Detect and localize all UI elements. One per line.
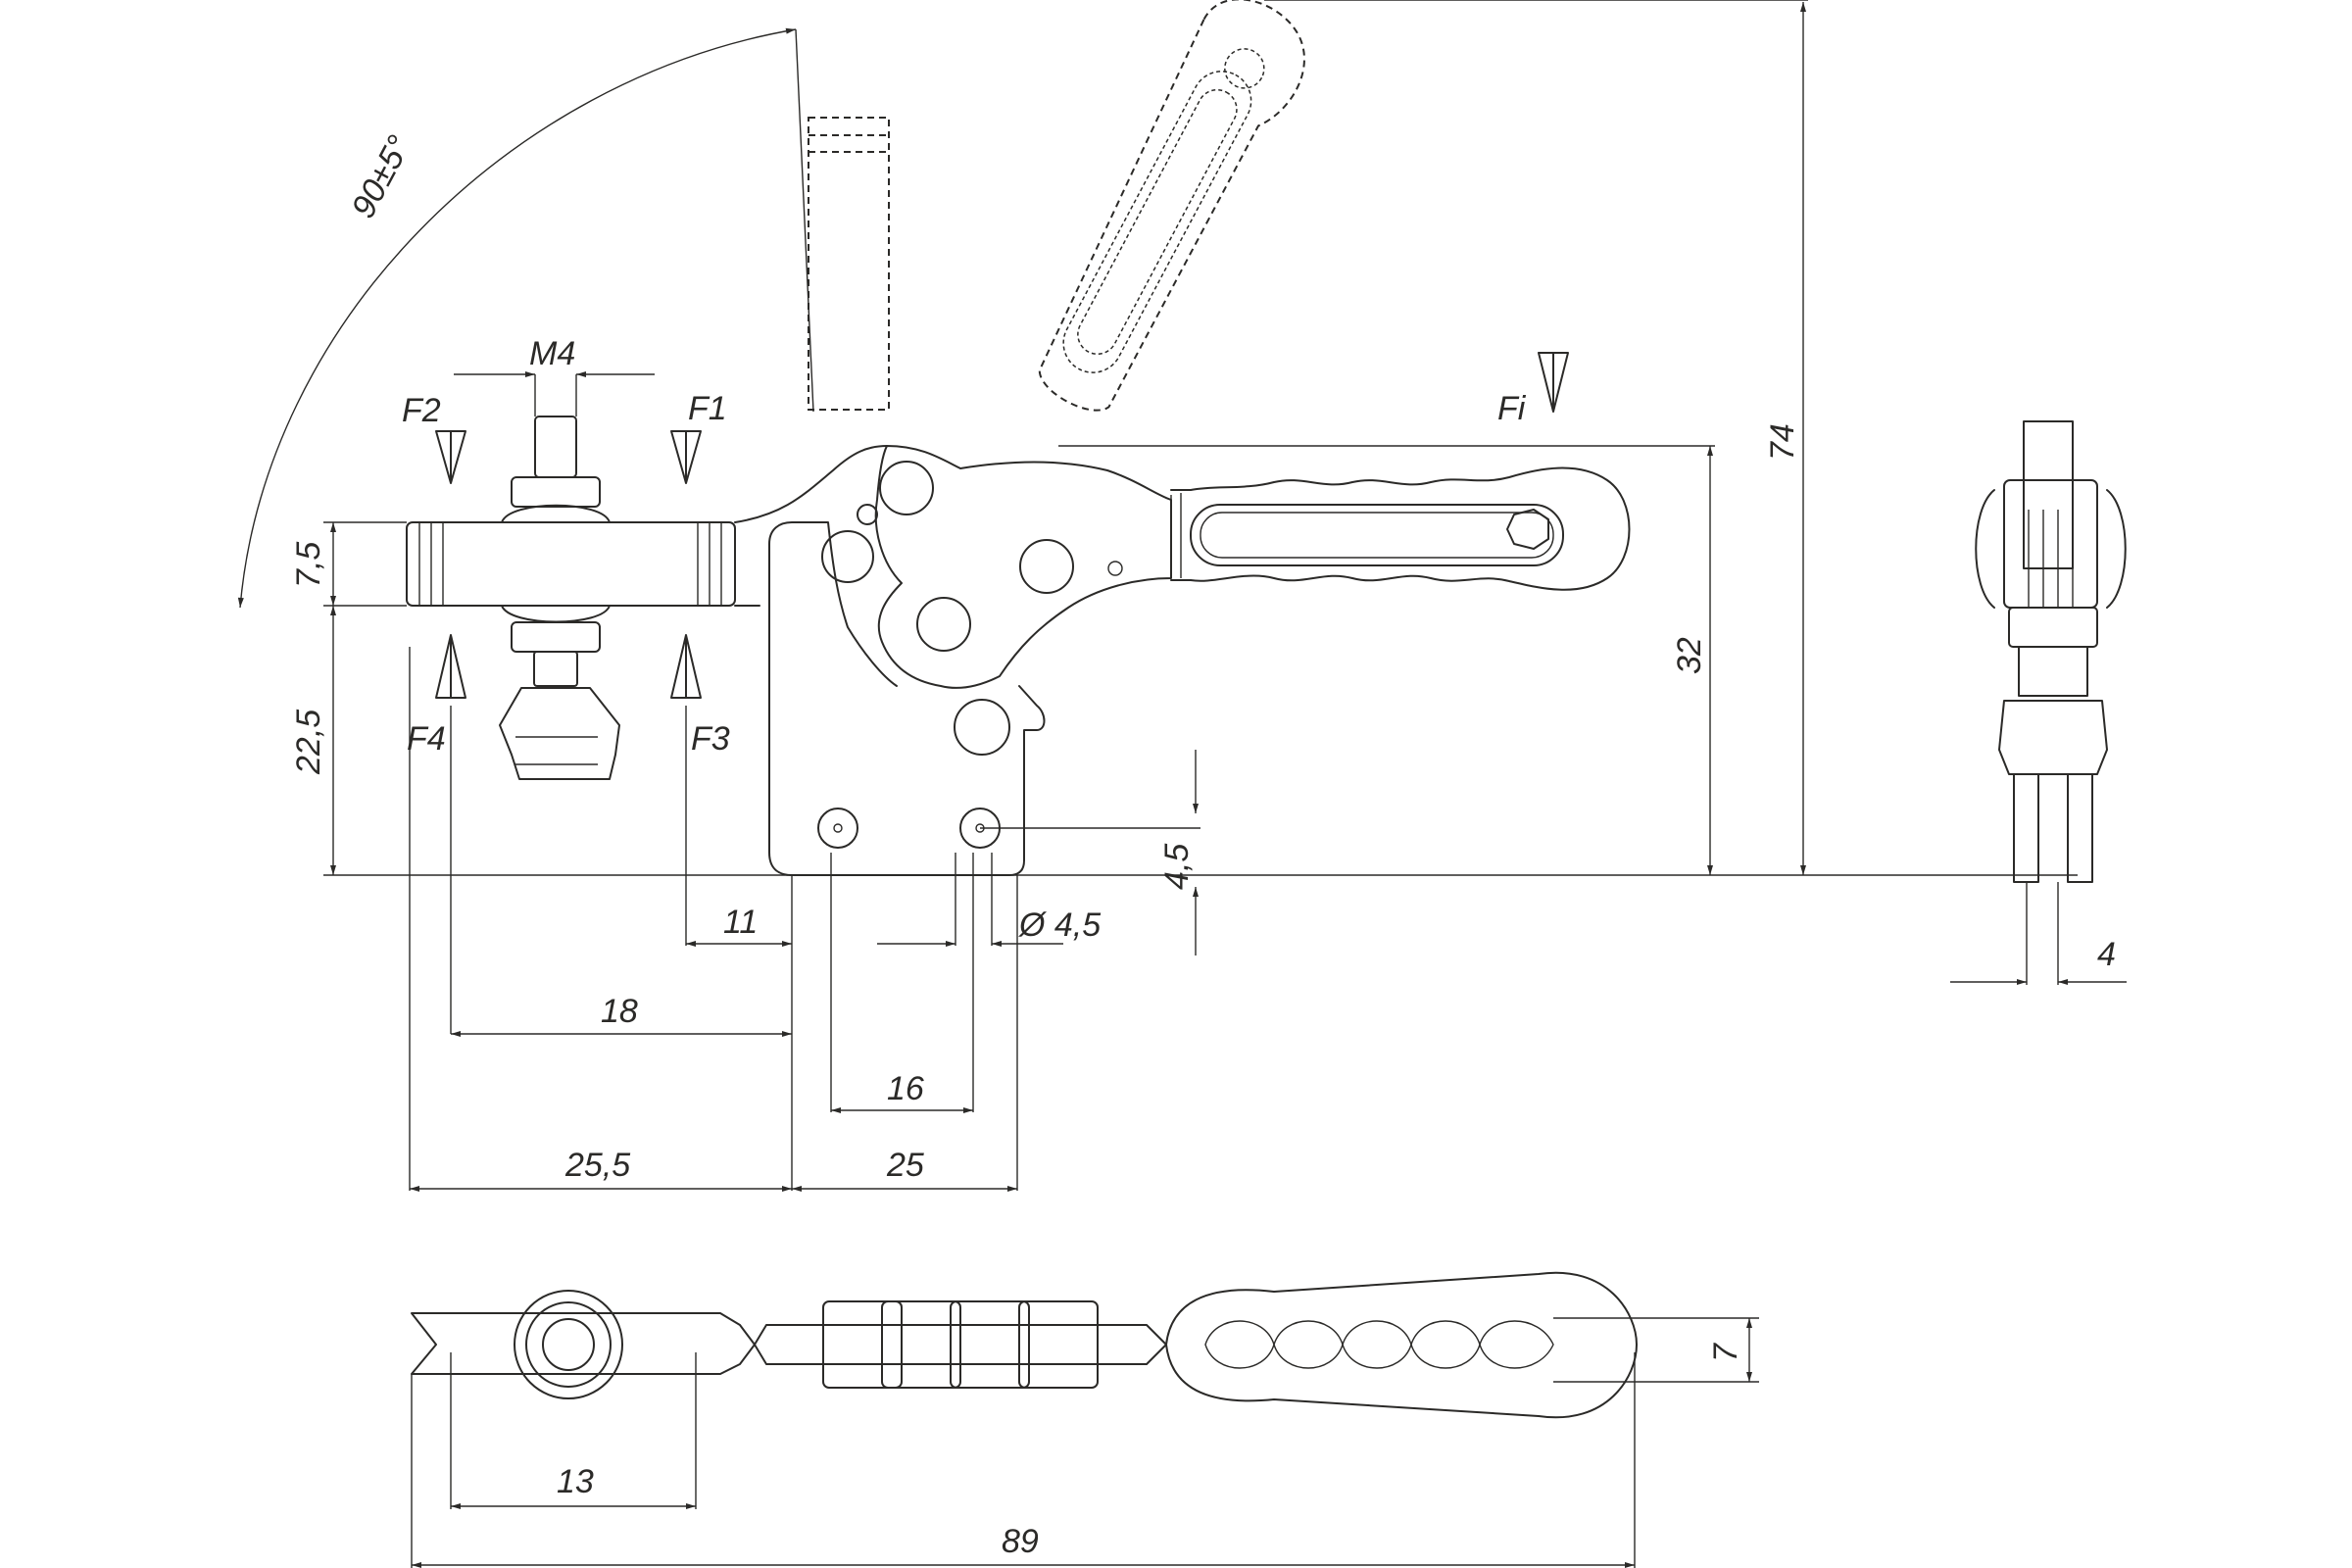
force-f3-label: F3 [691, 720, 730, 758]
dim-4-5-label: 4,5 [1158, 844, 1196, 890]
force-arrows [435, 352, 1569, 699]
dim-25-5-label: 25,5 [564, 1147, 630, 1184]
handle [1170, 466, 1631, 591]
force-f1-label: F1 [688, 390, 727, 427]
open-arm-phantom [808, 117, 890, 411]
force-f2-label: F2 [402, 392, 441, 429]
top-view: 13 89 7 [411, 1271, 1759, 1568]
angle-label: 90±5° [345, 129, 418, 223]
spindle-assembly [499, 416, 620, 780]
dim-22-5-label: 22,5 [290, 710, 327, 775]
dim-25-label: 25 [886, 1147, 924, 1184]
force-fi-label: Fi [1497, 390, 1527, 427]
dim-32-label: 32 [1671, 637, 1708, 674]
base-body [768, 521, 1046, 876]
dim-11-label: 11 [723, 904, 758, 941]
angle-arc [237, 27, 797, 609]
dim-16-label: 16 [887, 1070, 924, 1107]
force-f4-label: F4 [407, 720, 446, 758]
thread-label: M4 [529, 335, 575, 372]
dim-89-label: 89 [1002, 1523, 1039, 1560]
dim-7-5-label: 7,5 [290, 542, 327, 588]
hole-diameter-label: Ø 4,5 [1018, 906, 1101, 944]
lever-link [857, 445, 1172, 689]
dim-74-label: 74 [1764, 423, 1801, 461]
clamping-arm [406, 445, 888, 607]
dim-7-label: 7 [1707, 1343, 1744, 1362]
open-handle-phantom [1038, 0, 1305, 412]
side-view: 4 [1950, 420, 2127, 985]
front-view: M4 F2 F1 F4 F3 Fi 90±5° 7,5 22,5 32 74 4… [237, 0, 2078, 1192]
dimension-lines [323, 0, 2078, 1192]
dim-4-label: 4 [2097, 936, 2116, 973]
dim-18-label: 18 [601, 993, 638, 1030]
dim-13-label: 13 [557, 1463, 594, 1500]
